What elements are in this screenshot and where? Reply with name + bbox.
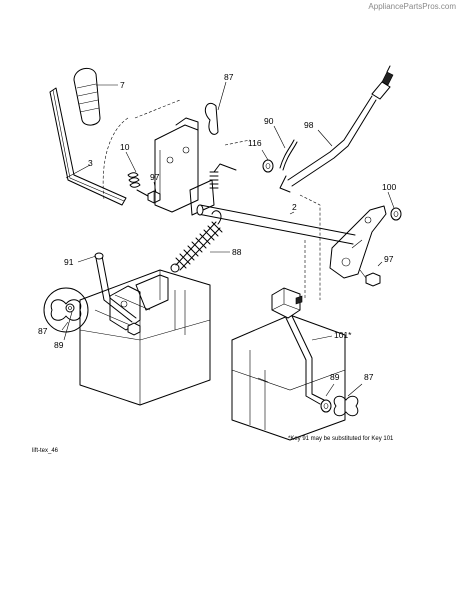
lift-handle-rod <box>49 87 127 206</box>
right-pivot-arm <box>329 205 387 279</box>
callout-2: 2 <box>292 202 297 212</box>
callout-100: 100 <box>382 182 396 192</box>
callout-89-detail: 89 <box>54 340 64 350</box>
small-spring <box>127 172 149 197</box>
hairpin-87-top <box>204 102 219 135</box>
leader-lines <box>61 81 395 397</box>
footnote: *Key 91 may be substituted for Key 101 <box>288 436 394 442</box>
left-deck-bracket <box>79 269 211 406</box>
bolt-97-upper <box>147 190 161 204</box>
frame-outline <box>102 99 321 300</box>
callout-98: 98 <box>304 120 314 130</box>
callout-87-top: 87 <box>224 72 234 82</box>
lift-link-91 <box>94 252 169 336</box>
callout-91: 91 <box>64 257 74 267</box>
washer-89-lower <box>320 399 332 413</box>
callout-97-right: 97 <box>384 254 394 264</box>
lift-link-rod <box>279 65 394 193</box>
callout-88: 88 <box>232 247 242 257</box>
callout-labels: 7 87 90 98 10 116 3 97 100 2 88 91 97 87… <box>32 72 396 454</box>
callout-89-lower: 89 <box>330 372 340 382</box>
diagram-code: lift-tex_46 <box>32 448 59 454</box>
callout-10: 10 <box>120 142 130 152</box>
rocker-spring <box>209 163 237 189</box>
right-deck-bracket <box>231 314 346 441</box>
detail-circle <box>43 287 89 333</box>
large-spring <box>170 210 223 273</box>
handle-grip <box>73 67 101 126</box>
washer-116 <box>262 159 274 173</box>
callout-87-lower: 87 <box>364 372 374 382</box>
callout-87-detail: 87 <box>38 326 48 336</box>
watermark-text: AppliancePartsPros.com <box>368 2 456 11</box>
hairpin-87-lower <box>333 395 359 417</box>
callout-97-upper: 97 <box>150 172 160 182</box>
washer-100 <box>390 207 402 221</box>
mounting-plate <box>154 117 215 216</box>
callout-101: 101* <box>334 330 352 340</box>
callout-116: 116 <box>248 138 262 148</box>
callout-3: 3 <box>88 158 93 168</box>
bolt-97-right <box>359 269 381 287</box>
clip-90 <box>279 139 298 171</box>
lift-link-101 <box>271 287 325 405</box>
callout-90: 90 <box>264 116 274 126</box>
callout-7: 7 <box>120 80 125 90</box>
lift-shaft <box>196 204 356 245</box>
